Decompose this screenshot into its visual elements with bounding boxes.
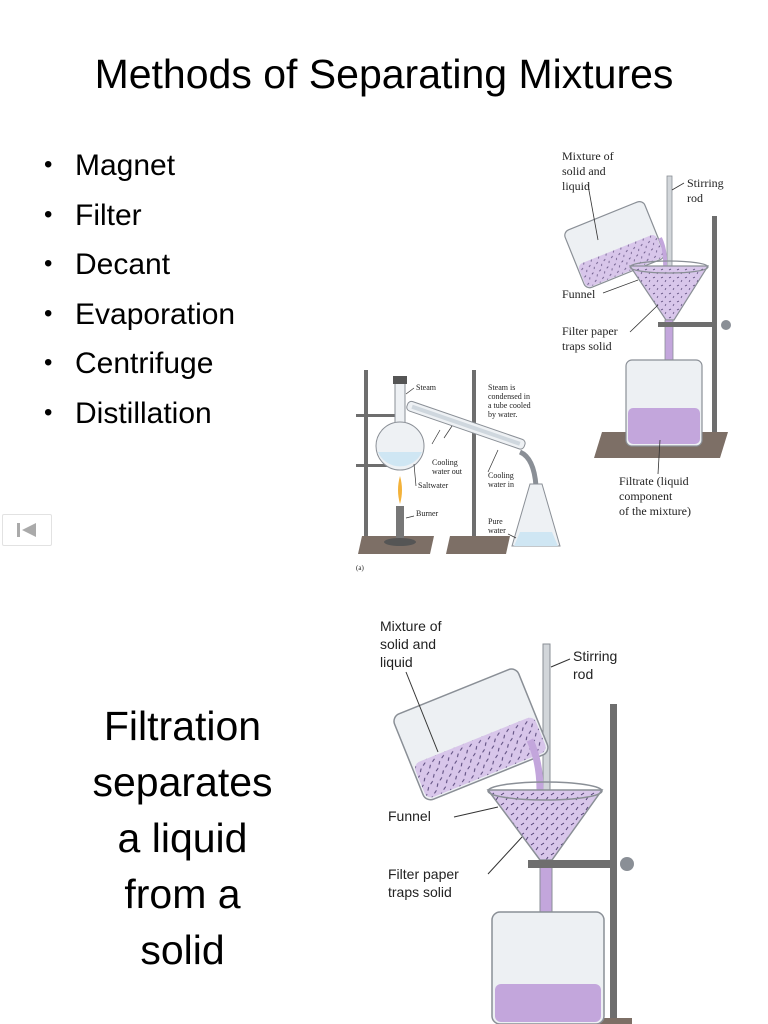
stirring-rod-label-line: rod bbox=[573, 666, 593, 682]
mixture-label-line: Mixture of bbox=[562, 149, 614, 163]
list-item: •Filter bbox=[44, 190, 235, 240]
statement-line: from a bbox=[124, 871, 241, 917]
filter-paper-label-line: Filter paper bbox=[388, 866, 459, 882]
statement-line: solid bbox=[140, 927, 225, 973]
steam-condensed-label-line: by water. bbox=[488, 410, 517, 419]
methods-list: •Magnet •Filter •Decant •Evaporation •Ce… bbox=[44, 140, 235, 438]
stirring-rod-label-line: Stirring bbox=[687, 176, 724, 190]
funnel-label: Funnel bbox=[562, 287, 596, 301]
steam-condensed-label-line: Steam is bbox=[488, 383, 515, 392]
list-item: •Evaporation bbox=[44, 289, 235, 339]
filtrate-label-line: component bbox=[619, 489, 673, 503]
list-item: •Magnet bbox=[44, 140, 235, 190]
panel-label: (a) bbox=[356, 564, 364, 572]
skip-back-icon bbox=[17, 523, 36, 537]
stirring-rod-label-line: rod bbox=[687, 191, 703, 205]
filtration-diagram-large: Mixture of solid and liquid Stirring rod… bbox=[380, 618, 634, 1024]
pure-water-label-line: water bbox=[488, 526, 506, 535]
saltwater-label: Saltwater bbox=[418, 481, 449, 490]
filtration-diagram-small: Mixture of solid and liquid Stirring rod… bbox=[562, 149, 731, 518]
list-item: •Distillation bbox=[44, 388, 235, 438]
stirring-rod-label-line: Stirring bbox=[573, 648, 617, 664]
mixture-label-line: liquid bbox=[380, 654, 413, 670]
filtrate-label-line: Filtrate (liquid bbox=[619, 474, 689, 488]
bullet-icon: • bbox=[44, 349, 53, 377]
statement-line: Filtration bbox=[103, 703, 262, 749]
bullet-icon: • bbox=[44, 250, 53, 278]
cooling-in-label-line: Cooling bbox=[488, 471, 514, 480]
cooling-out-label-line: Cooling bbox=[432, 458, 458, 467]
mixture-label-line: liquid bbox=[562, 179, 590, 193]
filter-paper-label-line: traps solid bbox=[562, 339, 612, 353]
mixture-label-line: solid and bbox=[562, 164, 606, 178]
filter-paper-label-line: Filter paper bbox=[562, 324, 618, 338]
pure-water-label-line: Pure bbox=[488, 517, 503, 526]
funnel-label: Funnel bbox=[388, 808, 431, 824]
cooling-in-label-line: water in bbox=[488, 480, 514, 489]
mixture-label-line: solid and bbox=[380, 636, 436, 652]
list-item: •Decant bbox=[44, 239, 235, 289]
previous-slide-button[interactable] bbox=[2, 514, 52, 546]
statement-line: a liquid bbox=[117, 815, 248, 861]
steam-label: Steam bbox=[416, 383, 437, 392]
bullet-icon: • bbox=[44, 299, 53, 327]
cooling-out-label-line: water out bbox=[432, 467, 463, 476]
filtrate-label-line: of the mixture) bbox=[619, 504, 691, 518]
filter-paper-label-line: traps solid bbox=[388, 884, 452, 900]
bullet-icon: • bbox=[44, 151, 53, 178]
slide-title: Methods of Separating Mixtures bbox=[94, 51, 674, 97]
list-item: •Centrifuge bbox=[44, 338, 235, 388]
bullet-icon: • bbox=[44, 200, 53, 228]
burner-label: Burner bbox=[416, 509, 439, 518]
filtration-statement: Filtration separates a liquid from a sol… bbox=[60, 698, 305, 978]
steam-condensed-label-line: condensed in bbox=[488, 392, 530, 401]
statement-line: separates bbox=[92, 759, 273, 805]
distillation-diagram: Steam Steam is condensed in a tube coole… bbox=[356, 370, 561, 572]
bullet-icon: • bbox=[44, 398, 53, 426]
steam-condensed-label-line: a tube cooled bbox=[488, 401, 531, 410]
mixture-label-line: Mixture of bbox=[380, 618, 442, 634]
